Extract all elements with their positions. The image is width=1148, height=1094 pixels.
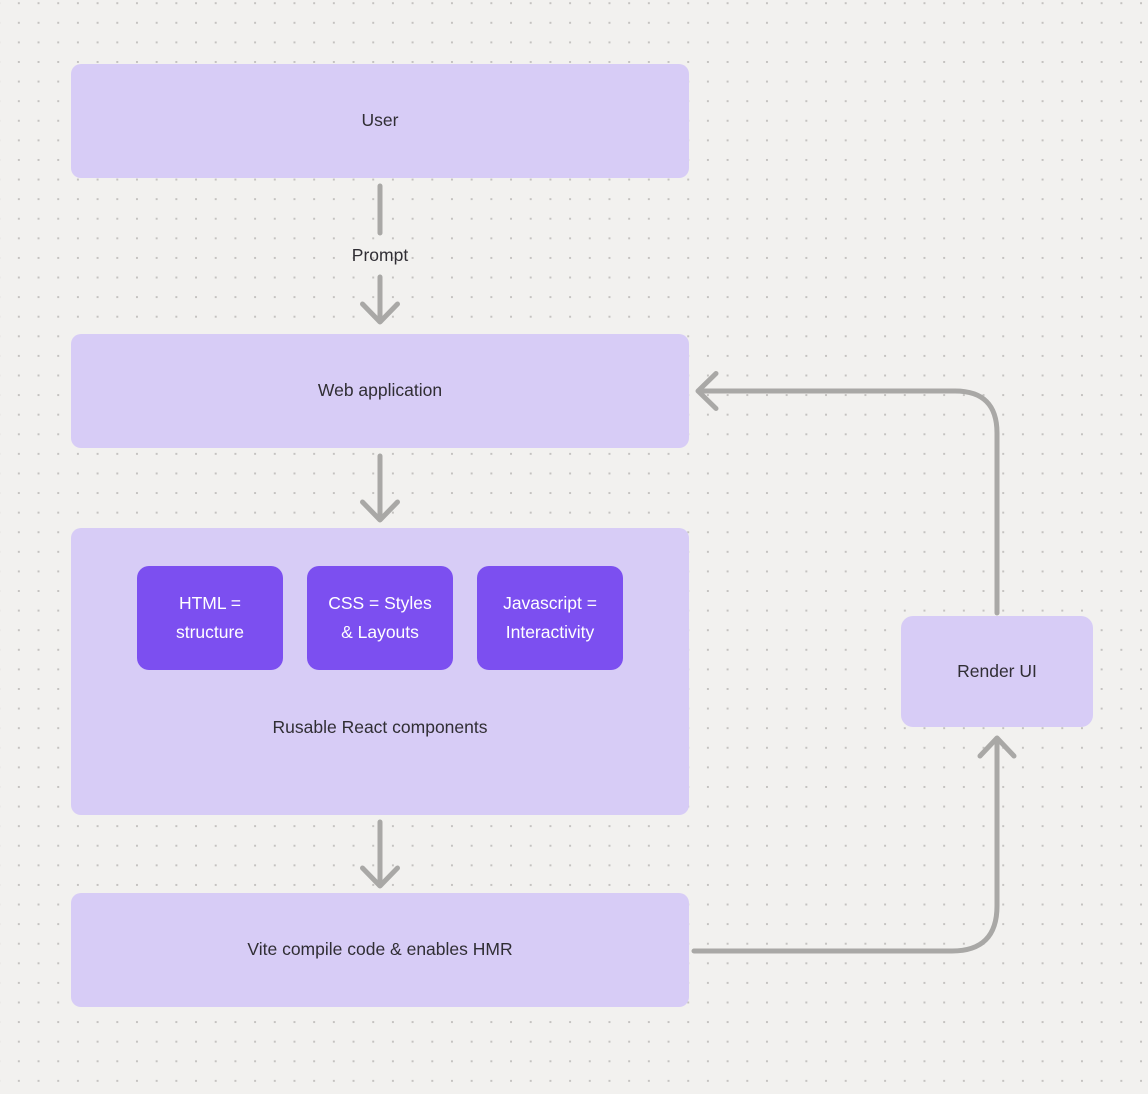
arrowhead-down-icon [360, 865, 400, 889]
edge-vite-to-render [691, 735, 1017, 954]
edge-render-to-webapp [695, 371, 1000, 616]
node-javascript: Javascript = Interactivity [477, 566, 623, 670]
node-css: CSS = Styles & Layouts [307, 566, 453, 670]
node-render-ui: Render UI [901, 616, 1093, 727]
node-web-application: Web application [71, 334, 689, 448]
node-vite: Vite compile code & enables HMR [71, 893, 689, 1007]
arrowhead-up-icon [977, 735, 1017, 759]
arrowhead-down-icon [360, 499, 400, 523]
edge-webapp-to-components [360, 453, 400, 523]
edge-components-to-vite [360, 819, 400, 889]
arrowhead-down-icon [360, 301, 400, 325]
edge-label-prompt: Prompt [351, 245, 409, 265]
node-user: User [71, 64, 689, 178]
node-html: HTML = structure [137, 566, 283, 670]
components-group-caption: Rusable React components [272, 717, 488, 737]
arrowhead-left-icon [695, 371, 719, 411]
